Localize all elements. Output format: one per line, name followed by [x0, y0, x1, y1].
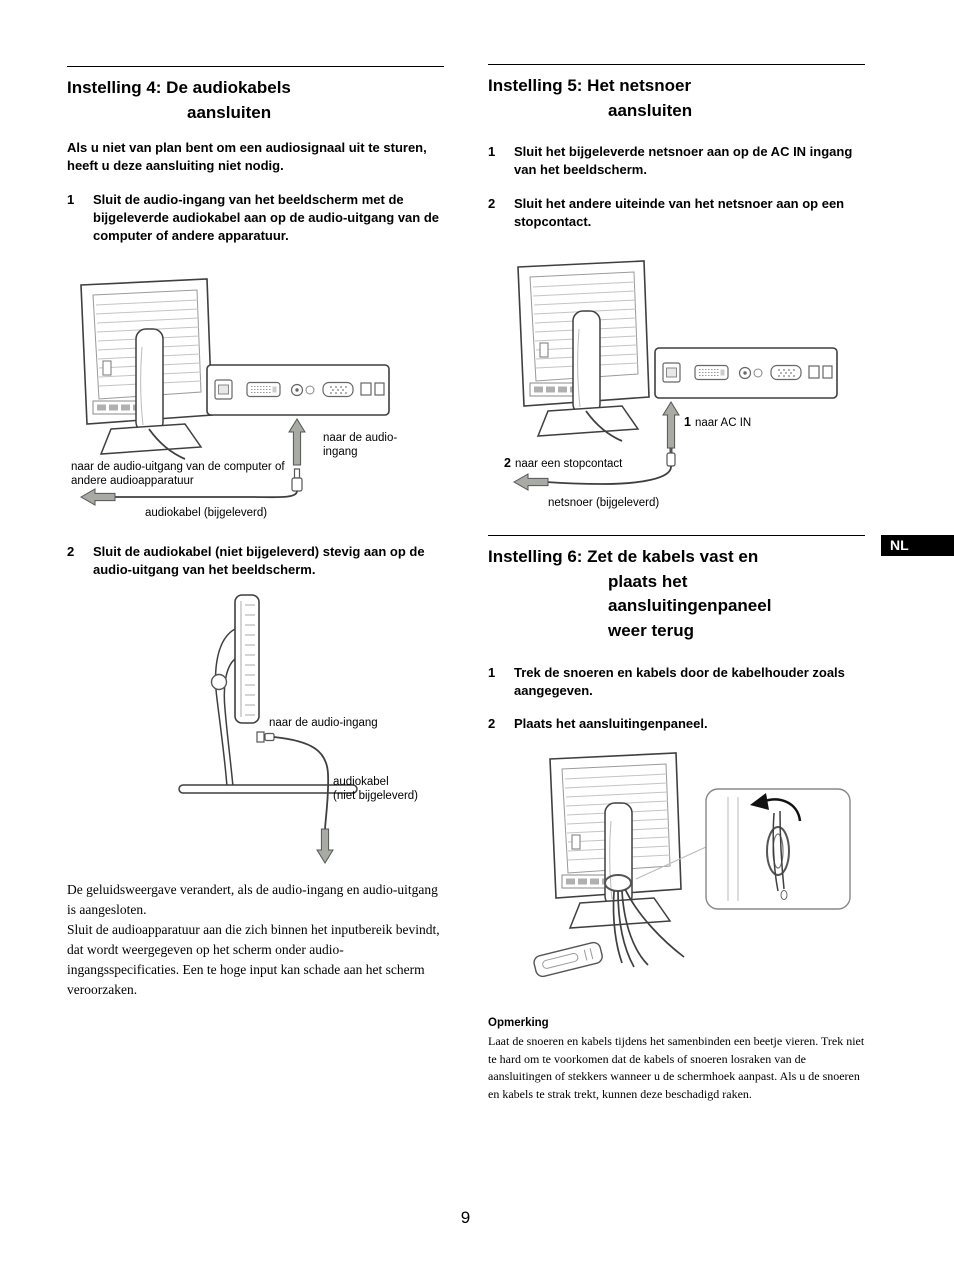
section6-step-2: 2 Plaats het aansluitingenpaneel. — [488, 715, 865, 733]
label-power-cord: netsnoer (bijgeleverd) — [548, 497, 660, 510]
connector-panel-drawing — [654, 347, 838, 399]
label-ac-in-text: naar AC IN — [694, 417, 752, 430]
section4-outro: De geluidsweergave verandert, als de aud… — [67, 881, 440, 997]
column-right: Instelling 5: Het netsnoer aansluiten 1 … — [488, 64, 865, 1103]
label-ac-in-number: 1 — [684, 415, 691, 430]
step-number: 2 — [488, 196, 496, 212]
note-text: Laat de snoeren en kabels tijdens het sa… — [488, 1034, 865, 1101]
figure-audio-side: naar de audio-ingang audiokabel (niet bi… — [67, 589, 444, 872]
page-number: 9 — [460, 1208, 471, 1227]
figure-cable-holder — [488, 751, 865, 1013]
power-connection-illustration — [513, 260, 838, 491]
left-arrow-icon — [513, 473, 549, 491]
step-number: 1 — [488, 664, 496, 680]
cable-holder-illustration — [533, 752, 851, 978]
section4-step-2: 2 Sluit de audiokabel (niet bijgeleverd)… — [67, 543, 444, 579]
figure-audio-connection: naar de audio-ingang naar de audio-uitga… — [67, 269, 444, 521]
label-outlet-number: 2 — [504, 456, 511, 471]
column-left: Instelling 4: De audiokabels aansluiten … — [67, 66, 444, 1000]
monitor-rear-drawing — [517, 260, 650, 437]
label-audio-in: naar de audio-ingang — [269, 716, 378, 729]
step-number: 1 — [488, 144, 496, 160]
label-audio-in: naar de audio-ingang — [323, 431, 398, 458]
section5-title: Instelling 5: Het netsnoer aansluiten — [488, 64, 865, 123]
note-title: Opmerking — [488, 1017, 549, 1030]
step-number: 2 — [67, 543, 75, 559]
section4-step-1: 1 Sluit de audio-ingang van het beeldsch… — [67, 191, 444, 245]
audio-connection-illustration — [80, 278, 390, 506]
step-text: Plaats het aansluitingenpaneel. — [514, 716, 708, 732]
down-arrow-icon — [316, 828, 334, 864]
step-number: 2 — [488, 716, 496, 732]
label-outlet-text: naar een stopcontact — [514, 458, 623, 471]
section6-title: Instelling 6: Zet de kabels vast en plaa… — [488, 535, 865, 644]
step-text: Sluit de audiokabel (niet bijgeleverd) s… — [93, 543, 425, 577]
audio-side-illustration — [178, 594, 358, 864]
step-text: Trek de snoeren en kabels door de kabelh… — [514, 664, 845, 698]
section5-step-1: 1 Sluit het bijgeleverde netsnoer aan op… — [488, 143, 865, 179]
label-audio-out: naar de audio-uitgang van de computer of… — [71, 460, 285, 487]
rotate-arrow-icon — [750, 793, 802, 822]
label-audio-cable: audiokabel (niet bijgeleverd) — [333, 775, 419, 802]
terminal-cover-panel — [533, 942, 603, 978]
step-text: Sluit het andere uiteinde van het netsno… — [514, 196, 845, 230]
left-arrow-icon — [80, 488, 116, 506]
up-arrow-icon — [662, 401, 680, 449]
language-badge: NL — [881, 535, 954, 556]
step-text: Sluit de audio-ingang van het beeldscher… — [93, 192, 440, 244]
section4-title: Instelling 4: De audiokabels aansluiten — [67, 66, 444, 125]
up-arrow-icon — [288, 418, 306, 466]
section5-step-2: 2 Sluit het andere uiteinde van het nets… — [488, 195, 865, 231]
monitor-rear-drawing — [549, 752, 682, 930]
monitor-rear-drawing — [80, 278, 213, 455]
section6-step-1: 1 Trek de snoeren en kabels door de kabe… — [488, 664, 865, 700]
label-audio-cable: audiokabel (bijgeleverd) — [145, 506, 268, 519]
section4-intro: Als u niet van plan bent om een audiosig… — [67, 140, 427, 174]
step-text: Sluit het bijgeleverde netsnoer aan op d… — [514, 144, 853, 178]
connector-panel-drawing — [206, 364, 390, 416]
step-number: 1 — [67, 192, 75, 208]
